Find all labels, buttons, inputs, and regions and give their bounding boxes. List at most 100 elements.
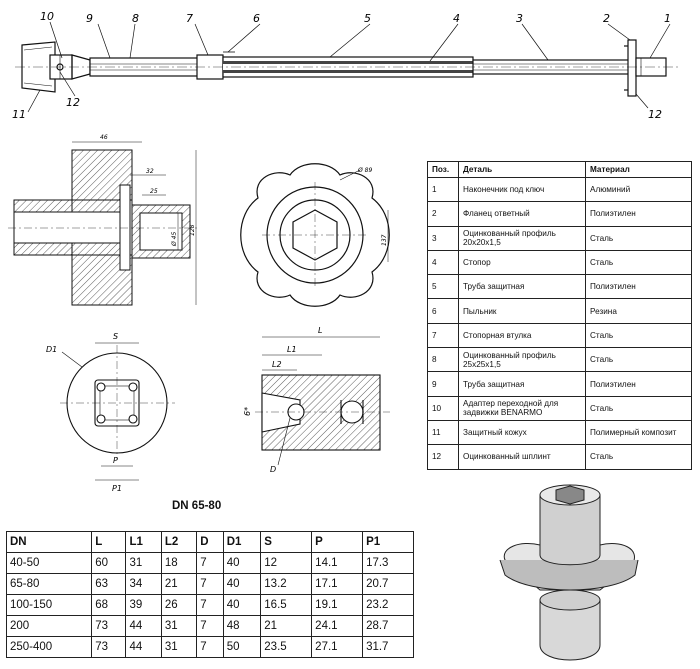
cell: 9 bbox=[427, 371, 459, 397]
header-p1: P1 bbox=[362, 531, 414, 553]
dim-d1: D1 bbox=[46, 345, 57, 354]
cell: 40 bbox=[222, 594, 262, 616]
dim-s: S bbox=[113, 332, 118, 341]
cell: 16.5 bbox=[260, 594, 313, 616]
header-material: Материал bbox=[585, 161, 692, 178]
tip-section-view bbox=[255, 336, 390, 466]
cell: Фланец ответный bbox=[458, 201, 586, 227]
dim-p: P bbox=[113, 456, 118, 465]
cell: 27.1 bbox=[311, 636, 364, 658]
cell: 39 bbox=[125, 594, 162, 616]
callout-9: 9 bbox=[86, 12, 93, 25]
cell: Полиэтилен bbox=[585, 274, 692, 300]
header-l2: L2 bbox=[160, 531, 198, 553]
callout-5: 5 bbox=[364, 12, 371, 25]
nut-3d-render bbox=[499, 484, 639, 661]
cell: 7 bbox=[196, 594, 224, 616]
header-dn: DN bbox=[5, 531, 93, 553]
cell: 40 bbox=[222, 552, 262, 574]
cell: 63 bbox=[91, 573, 127, 595]
cell: 13.2 bbox=[260, 573, 313, 595]
cell: Сталь bbox=[585, 347, 692, 373]
callout-7: 7 bbox=[186, 12, 193, 25]
cell: 31.7 bbox=[362, 636, 414, 658]
header-d: D bbox=[196, 531, 224, 553]
cell: Стопор bbox=[458, 249, 586, 276]
cell: Пыльник bbox=[458, 298, 586, 324]
dim-128: 128 bbox=[189, 224, 196, 236]
dim-137: 137 bbox=[381, 234, 388, 246]
cell: 21 bbox=[160, 573, 198, 595]
cell: Труба защитная bbox=[458, 371, 586, 397]
dim-l1: L1 bbox=[287, 345, 297, 354]
callout-4: 4 bbox=[453, 12, 460, 25]
cell: 31 bbox=[160, 636, 198, 658]
callout-10: 10 bbox=[40, 10, 54, 23]
dim-table-header: DN L L1 L2 D D1 S P P1 bbox=[5, 531, 414, 553]
cell: 11 bbox=[427, 419, 459, 446]
header-l1: L1 bbox=[125, 531, 162, 553]
cell: 2 bbox=[427, 201, 459, 227]
assembly-view bbox=[15, 39, 680, 97]
header-d1: D1 bbox=[222, 531, 262, 553]
cell: 34 bbox=[125, 573, 162, 595]
callout-6: 6 bbox=[253, 12, 260, 25]
cell: 24.1 bbox=[311, 615, 364, 637]
header-part: Деталь bbox=[458, 161, 586, 178]
cell: 28.7 bbox=[362, 615, 414, 637]
cell: 65-80 bbox=[5, 573, 93, 595]
cell: 10 bbox=[427, 395, 459, 421]
callout-2: 2 bbox=[603, 12, 610, 25]
plate-view bbox=[60, 342, 175, 481]
cell: 4 bbox=[427, 249, 459, 276]
cell: 19.1 bbox=[311, 594, 364, 616]
dim-dia-89: Ø 89 bbox=[357, 167, 372, 174]
callout-leaders bbox=[27, 21, 671, 113]
cell: 48 bbox=[222, 615, 262, 637]
callout-3: 3 bbox=[516, 12, 523, 25]
cell: 100-150 bbox=[5, 594, 93, 616]
cell: Наконечник под ключ bbox=[458, 176, 586, 203]
cell: Сталь bbox=[585, 395, 692, 421]
cell: 21 bbox=[260, 615, 313, 637]
cell: 200 bbox=[5, 615, 93, 637]
dim-d: D bbox=[270, 465, 276, 474]
cell: Полиэтилен bbox=[585, 371, 692, 397]
cell: 7 bbox=[196, 573, 224, 595]
dim-25: 25 bbox=[150, 188, 158, 195]
cell: 7 bbox=[427, 322, 459, 349]
cell: Адаптер переходной для задвижки BENARMO bbox=[458, 395, 586, 421]
cell: 17.1 bbox=[311, 573, 364, 595]
cell: 26 bbox=[160, 594, 198, 616]
cell: Полимерный композит bbox=[585, 419, 692, 446]
header-p: P bbox=[311, 531, 364, 553]
cell: 250-400 bbox=[5, 636, 93, 658]
callout-8: 8 bbox=[132, 12, 139, 25]
dn-caption: DN 65-80 bbox=[172, 500, 222, 512]
cell: 73 bbox=[91, 615, 127, 637]
dim-l: L bbox=[318, 326, 322, 335]
callout-12-left: 12 bbox=[66, 96, 80, 109]
cell: 7 bbox=[196, 552, 224, 574]
counter-flange bbox=[627, 39, 637, 97]
cell: Защитный кожух bbox=[458, 419, 586, 446]
cell: 7 bbox=[196, 615, 224, 637]
cell: 1 bbox=[427, 176, 459, 203]
nut-front-view bbox=[240, 163, 390, 307]
cell: 50 bbox=[222, 636, 262, 658]
cell: 68 bbox=[91, 594, 127, 616]
cell: 18 bbox=[160, 552, 198, 574]
dim-46: 46 bbox=[100, 134, 108, 141]
